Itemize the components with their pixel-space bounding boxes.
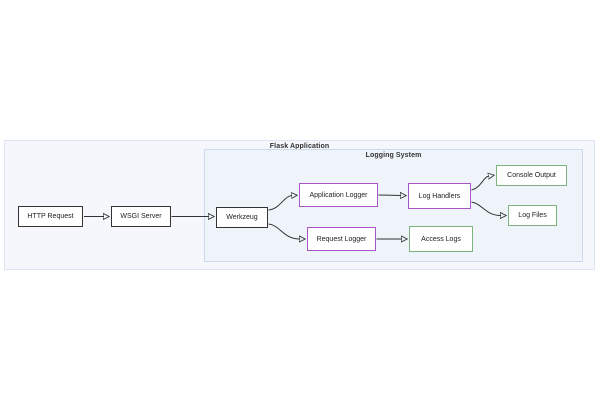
node-label: Application Logger [309,191,368,199]
container-label-flask-application: Flask Application [269,143,330,150]
node-console-output: Console Output [496,165,567,186]
node-application-logger: Application Logger [299,183,378,207]
node-request-logger: Request Logger [307,227,376,251]
node-label: Log Files [518,212,547,219]
node-access-logs: Access Logs [409,226,473,252]
node-log-handlers: Log Handlers [408,183,471,209]
node-log-files: Log Files [508,205,557,226]
node-label: HTTP Request [27,213,74,220]
node-wsgi-server: WSGI Server [111,206,171,227]
node-label: Request Logger [316,235,367,243]
node-label: Log Handlers [418,192,461,200]
node-label: Access Logs [421,235,461,243]
node-werkzeug: Werkzeug [216,207,268,228]
node-http-request: HTTP Request [18,206,83,227]
node-label: WSGI Server [120,213,162,220]
node-label: Werkzeug [226,214,258,221]
container-label-logging-system: Logging System [365,152,422,159]
node-label: Console Output [507,172,556,179]
